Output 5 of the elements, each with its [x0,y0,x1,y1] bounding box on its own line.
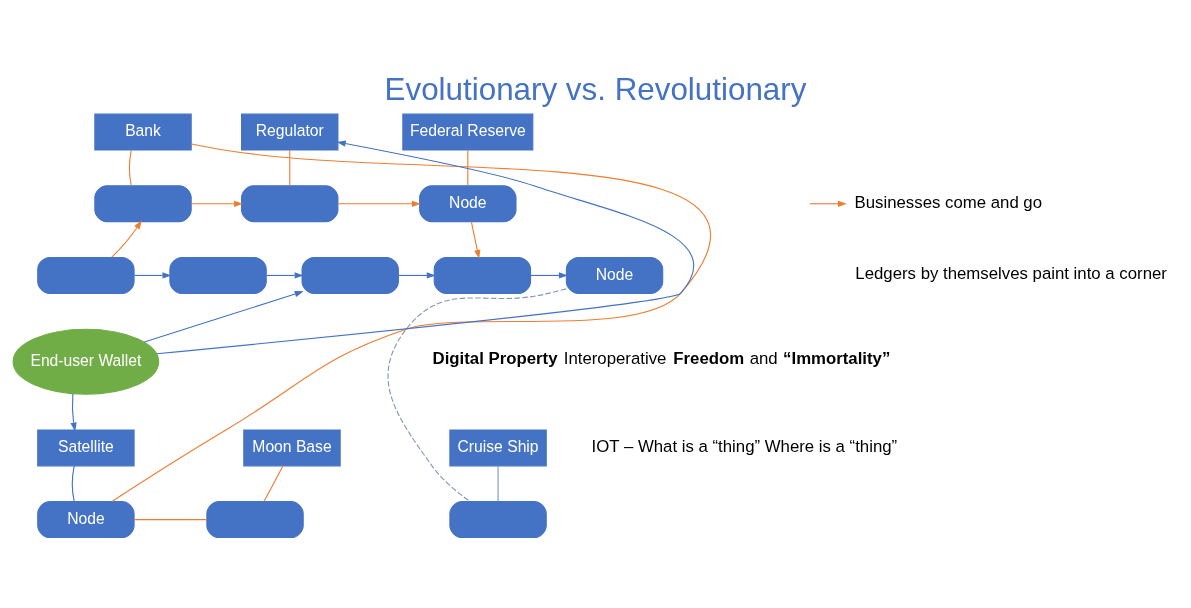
label: Ledgers by themselves paint into a corner [855,264,1167,284]
diagram-title: Evolutionary vs. Revolutionary [384,72,807,108]
node-text: Businesses come and go [854,192,1043,212]
label: Digital Property Interoperative Freedom and “Immortality” [432,349,891,369]
label: IOT – What is a “thing” Where is a “thing” [591,436,898,456]
